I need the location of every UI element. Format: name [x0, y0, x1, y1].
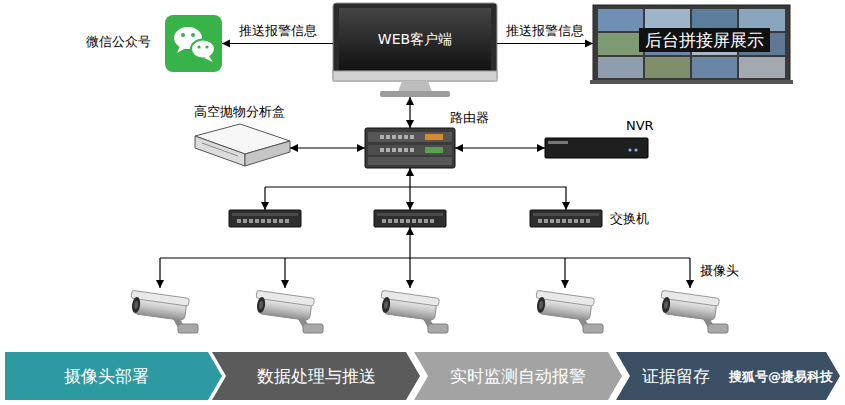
node-label: NVR — [626, 118, 654, 134]
analysis-box: 高空抛物分析盒 — [195, 124, 290, 168]
connector-arrow — [222, 43, 333, 44]
chevron-fill — [5, 352, 222, 400]
connector-arrow — [409, 97, 410, 128]
edge-label: 推送报警信息 — [239, 23, 317, 39]
nvr: NVR — [545, 138, 648, 158]
web-client: WEB客户端 — [333, 3, 497, 97]
node-label: 交换机 — [610, 211, 649, 227]
chevron-fill — [616, 352, 840, 400]
process-step: 摄像头部署 — [5, 352, 222, 400]
router: 路由器 — [365, 128, 455, 168]
process-step: 实时监测自动报警 — [414, 352, 622, 400]
node-label: 后台拼接屏展示 — [639, 28, 770, 52]
edge-label: 推送报警信息 — [506, 23, 584, 39]
switch: 交换机 — [530, 210, 602, 227]
chevron-fill — [414, 352, 622, 400]
node-label: 实时监测自动报警 — [450, 366, 586, 386]
process-step: 数据处理与推送 — [212, 352, 420, 400]
connector-arrow — [410, 168, 566, 210]
node-label: 证据留存 — [642, 366, 710, 386]
video-wall: 后台拼接屏展示 — [593, 5, 790, 82]
node-label: 数据处理与推送 — [257, 366, 376, 386]
node-label: 微信公众号 — [86, 34, 151, 50]
node-label: 高空抛物分析盒 — [194, 104, 285, 120]
chevron-fill — [212, 352, 420, 400]
node-label: 路由器 — [450, 110, 489, 126]
camera: 摄像头 — [658, 290, 732, 335]
watermark: 搜狐号@捷易科技 — [729, 369, 833, 385]
node-label: 摄像头部署 — [64, 366, 149, 386]
node-label: 摄像头 — [700, 263, 739, 279]
connector-arrow — [497, 43, 593, 44]
node-label: WEB客户端 — [378, 31, 452, 48]
connector-arrow — [455, 147, 545, 148]
connector-arrow — [290, 147, 365, 148]
wechat-icon: 微信公众号 — [165, 15, 222, 72]
